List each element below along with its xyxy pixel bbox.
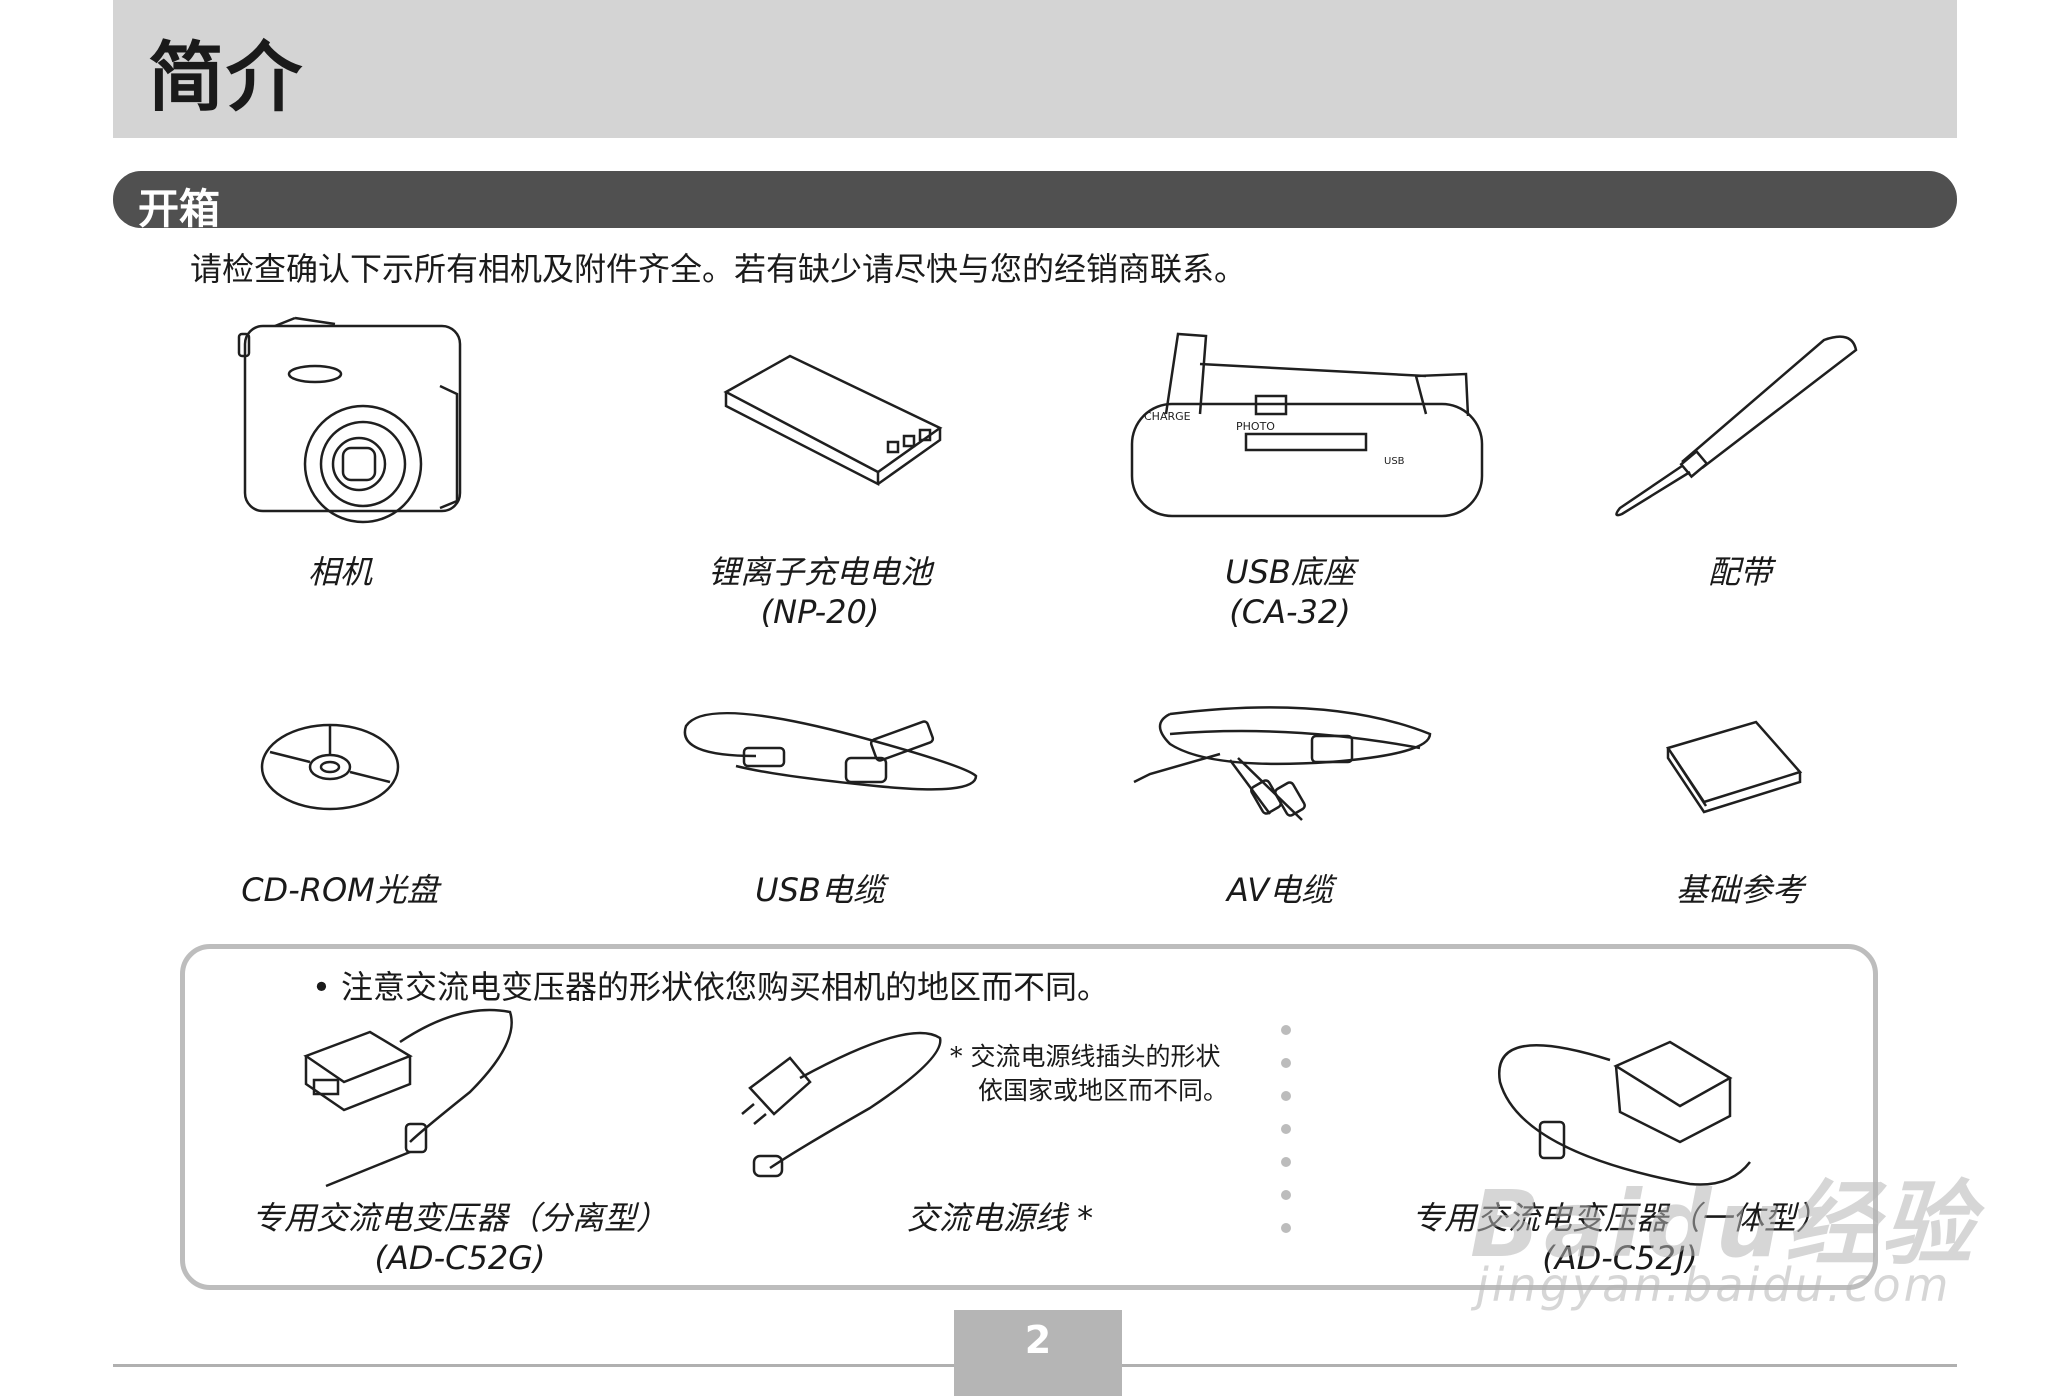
- strap-illustration: [1615, 335, 1858, 517]
- item-label-usb-dock: USB底座 (CA-32): [1130, 552, 1450, 632]
- item-model: (CA-32): [1229, 593, 1351, 631]
- dock-usb-label: USB: [1384, 456, 1405, 467]
- item-label-split-adapter: 专用交流电变压器（分离型） (AD-C52G): [220, 1198, 700, 1278]
- intro-text: 请检查确认下示所有相机及附件齐全。若有缺少请尽快与您的经销商联系。: [190, 250, 1247, 288]
- divider-dot: [1281, 1190, 1291, 1200]
- divider-dot: [1281, 1091, 1291, 1101]
- divider-dot: [1281, 1157, 1291, 1167]
- baidu-watermark-logo: Baidu经验: [1470, 1171, 1978, 1278]
- item-label-battery: 锂离子充电电池 (NP-20): [660, 552, 980, 632]
- item-label-strap: 配带: [1640, 552, 1840, 592]
- adapter-note-box: [180, 944, 1878, 1290]
- basic-reference-booklet-illustration: [1666, 720, 1803, 814]
- item-label-power-cord: 交流电源线 *: [860, 1198, 1140, 1238]
- power-cord-illustration: [741, 1031, 942, 1178]
- item-name: 专用交流电变压器（分离型）: [251, 1199, 668, 1237]
- usb-cable-illustration: [683, 711, 978, 791]
- item-name: AV电缆: [1226, 871, 1334, 909]
- item-label-usb-cable: USB电缆: [700, 870, 940, 910]
- item-model: (AD-C52J): [1542, 1239, 1698, 1277]
- item-model: (AD-C52G): [374, 1239, 546, 1277]
- power-cord-plug-note: * 交流电源线插头的形状 依国家或地区而不同。: [950, 1040, 1228, 1108]
- chapter-title-bar: [113, 0, 1957, 138]
- divider-dot: [1281, 1025, 1291, 1035]
- cd-rom-illustration: [260, 723, 400, 811]
- item-label-basic-reference: 基础参考: [1620, 870, 1860, 910]
- item-name: 锂离子充电电池: [707, 553, 932, 591]
- item-name: USB底座: [1225, 553, 1355, 591]
- item-label-av-cable: AV电缆: [1160, 870, 1400, 910]
- aside-line: * 交流电源线插头的形状: [950, 1042, 1221, 1071]
- item-label-cd-rom: CD-ROM光盘: [200, 870, 480, 910]
- adapter-note-text: • 注意交流电变压器的形状依您购买相机的地区而不同。: [312, 968, 1110, 1006]
- page-number: 2: [1024, 1318, 1052, 1362]
- dock-photo-label: PHOTO: [1236, 420, 1275, 433]
- item-name: 相机: [307, 553, 372, 591]
- av-cable-illustration: [1133, 706, 1432, 821]
- page-number-box: [954, 1310, 1122, 1396]
- baidu-watermark-url: jingyan.baidu.com: [1476, 1258, 1952, 1312]
- item-name: CD-ROM光盘: [241, 871, 439, 909]
- integrated-adapter-illustration: [1497, 1040, 1751, 1186]
- divider-dot: [1281, 1058, 1291, 1068]
- divider-dot: [1281, 1223, 1291, 1233]
- item-name: 专用交流电变压器（一体型）: [1411, 1199, 1828, 1237]
- usb-dock-illustration: CHARGE PHOTO USB: [1130, 332, 1484, 518]
- aside-line: 依国家或地区而不同。: [978, 1076, 1229, 1105]
- split-adapter-illustration: [303, 1008, 513, 1188]
- item-name: 交流电源线 *: [906, 1199, 1094, 1237]
- item-label-camera: 相机: [240, 552, 440, 592]
- section-title: 开箱: [138, 185, 220, 233]
- item-name: 配带: [1707, 553, 1772, 591]
- item-model: (NP-20): [760, 593, 880, 631]
- battery-illustration: [723, 354, 943, 487]
- item-name: USB电缆: [755, 871, 885, 909]
- item-name: 基础参考: [1675, 871, 1804, 909]
- camera-illustration: [237, 316, 462, 524]
- chapter-title: 简介: [148, 33, 304, 122]
- divider-dot: [1281, 1124, 1291, 1134]
- section-title-bar: [113, 171, 1957, 228]
- dock-charge-label: CHARGE: [1144, 410, 1191, 423]
- item-label-integrated-adapter: 专用交流电变压器（一体型） (AD-C52J): [1380, 1198, 1860, 1278]
